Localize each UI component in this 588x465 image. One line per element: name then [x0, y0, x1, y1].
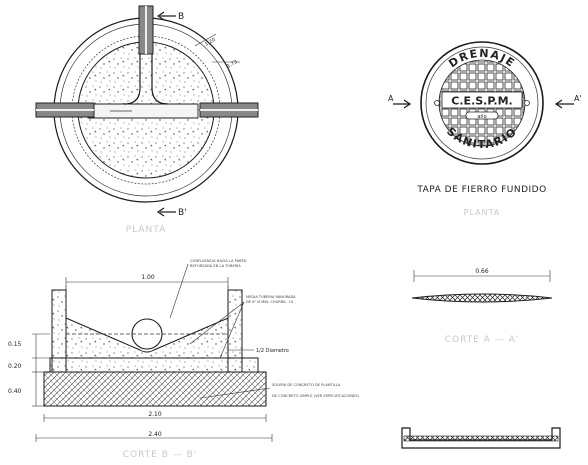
bb-note-2: REFORZADA EN LA TUBERIA — [190, 264, 241, 268]
section-mark-b: B — [178, 12, 184, 22]
bb-leader-2 — [189, 301, 245, 345]
tapa-view: DRENAJE SANITARIO C.E.S.P.M. año A A' TA… — [388, 41, 582, 217]
tapa-lift-hole-left — [434, 100, 440, 106]
bb-dim-w1: 2.10 — [148, 411, 162, 418]
bb-label: CORTE B — B' — [123, 450, 198, 460]
bb-note-3: MEDIA TUBERIA RANURADA — [246, 295, 296, 299]
bb-concrete-fill — [65, 317, 229, 359]
aa-frame-detail — [401, 427, 561, 449]
tapa-caption: TAPA DE FIERRO FUNDIDO — [416, 185, 546, 195]
corte-aa-view: 0.66 CORTE A — A' — [401, 268, 561, 449]
planta-label: PLANTA — [126, 225, 167, 235]
tapa-year-text: año — [477, 114, 486, 120]
planta-dim-2: 1.73 — [226, 59, 239, 70]
section-mark-b-prime: B' — [178, 208, 187, 218]
planta-dim-leader-1 — [194, 33, 217, 47]
bb-dim-w2: 2.40 — [148, 431, 162, 438]
tapa-inner-rim — [425, 46, 539, 160]
bb-note-5: 1/2 Diametro — [256, 348, 289, 354]
tapa-sub-caption: PLANTA — [464, 208, 501, 217]
tapa-center-band — [441, 91, 523, 109]
bb-dim-h3: 0.40 — [8, 388, 22, 395]
planta-dim-1: 1.20 — [204, 37, 217, 48]
bb-note-6: SOLERA DE CONCRETO DE PLANTILLA — [272, 383, 341, 387]
planta-view: B B' 1.20 1.73 PLANTA — [35, 5, 259, 235]
tapa-year-plate — [465, 111, 499, 120]
bb-dim-h1: 0.15 — [8, 341, 22, 348]
section-mark-a-prime: A' — [574, 94, 582, 103]
aa-dim-text: 0.66 — [475, 268, 489, 275]
bb-note-4: DE 6" Ø MIN. CHURRIL. 10 — [246, 299, 294, 304]
aa-cover-section — [411, 293, 553, 303]
bb-leader-3 — [199, 387, 271, 399]
aa-label: CORTE A — A' — [445, 335, 520, 345]
tapa-lift-hole-right — [524, 100, 530, 106]
tapa-center-text: C.E.S.P.M. — [451, 95, 512, 108]
bb-compacted-soil — [43, 371, 267, 407]
bb-leader-1 — [169, 263, 189, 319]
bb-dim-top: 1.00 — [141, 274, 155, 281]
bb-base-slab — [49, 357, 259, 373]
planta-channel-curve — [123, 40, 169, 105]
bb-dim-h2: 0.20 — [8, 363, 22, 370]
bb-note-7: DE CONCRETO SIMPLE (VER ESPECIFICACIONES… — [272, 394, 360, 398]
planta-channel — [87, 103, 199, 119]
section-mark-a: A — [388, 94, 394, 103]
bb-note-1: CONFLUENCIA HACIA LA PARED — [190, 259, 247, 263]
corte-bb-view: 1.00 0.15 0.20 0.40 2.10 2.40 CONFLUENCI… — [8, 259, 360, 460]
